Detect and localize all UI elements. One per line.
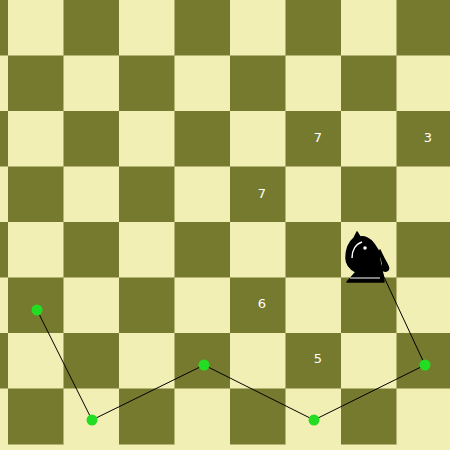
light-square: [0, 56, 9, 112]
knight-path: [37, 262, 425, 420]
dark-square: [341, 389, 397, 445]
dark-square: [397, 222, 450, 278]
light-square: [397, 167, 450, 223]
dark-square: [341, 167, 397, 223]
dark-square: [0, 0, 9, 56]
dark-square: [341, 56, 397, 112]
dark-square: [0, 333, 9, 389]
light-square: [175, 389, 231, 445]
light-square: [286, 56, 342, 112]
move-count: 6: [258, 297, 266, 310]
path-dot: [420, 360, 431, 371]
light-square: [230, 0, 286, 56]
light-square: [286, 167, 342, 223]
light-square: [0, 389, 9, 445]
dark-square: [119, 278, 175, 334]
light-square: [64, 56, 120, 112]
light-square: [0, 278, 9, 334]
dark-square: [64, 111, 120, 167]
move-count: 3: [424, 131, 432, 144]
light-square: [119, 333, 175, 389]
dark-square: [230, 389, 286, 445]
dark-square: [8, 167, 64, 223]
light-square: [286, 389, 342, 445]
light-square: [230, 333, 286, 389]
dark-square: [8, 56, 64, 112]
path-dot: [309, 415, 320, 426]
dark-square: [397, 0, 450, 56]
dark-square: [397, 333, 450, 389]
dark-square: [230, 56, 286, 112]
dark-square: [175, 333, 231, 389]
light-square: [64, 389, 120, 445]
path-dot: [199, 360, 210, 371]
light-square: [397, 278, 450, 334]
dark-square: [64, 222, 120, 278]
light-square: [64, 167, 120, 223]
light-square: [8, 0, 64, 56]
dark-square: [8, 278, 64, 334]
light-square: [397, 389, 450, 445]
dark-square: [286, 111, 342, 167]
light-square: [8, 222, 64, 278]
path-dots: [32, 305, 431, 426]
dark-square: [286, 222, 342, 278]
light-square: [8, 333, 64, 389]
light-square: [119, 111, 175, 167]
light-square: [397, 56, 450, 112]
move-count: 7: [314, 131, 322, 144]
dark-square: [286, 0, 342, 56]
light-square: [175, 56, 231, 112]
light-square: [286, 278, 342, 334]
dark-square: [64, 0, 120, 56]
light-square: [175, 278, 231, 334]
light-square: [175, 167, 231, 223]
light-square: [8, 111, 64, 167]
light-square: [119, 222, 175, 278]
light-square: [341, 111, 397, 167]
light-square: [230, 222, 286, 278]
light-square: [119, 0, 175, 56]
dark-square: [286, 333, 342, 389]
dark-square: [0, 111, 9, 167]
path-dot: [87, 415, 98, 426]
move-count: 7: [258, 187, 266, 200]
light-square: [341, 0, 397, 56]
light-square: [341, 333, 397, 389]
knight-piece: [346, 232, 389, 282]
dark-square: [230, 167, 286, 223]
dark-square: [119, 167, 175, 223]
dark-square: [397, 111, 450, 167]
dark-square: [175, 111, 231, 167]
dark-square: [175, 222, 231, 278]
dark-square: [119, 56, 175, 112]
dark-square: [8, 389, 64, 445]
light-square: [230, 111, 286, 167]
light-square: [64, 278, 120, 334]
dark-square: [230, 278, 286, 334]
light-square: [0, 167, 9, 223]
dark-square: [175, 0, 231, 56]
dark-square: [0, 222, 9, 278]
move-count: 5: [314, 352, 322, 365]
path-dot: [32, 305, 43, 316]
dark-square: [119, 389, 175, 445]
